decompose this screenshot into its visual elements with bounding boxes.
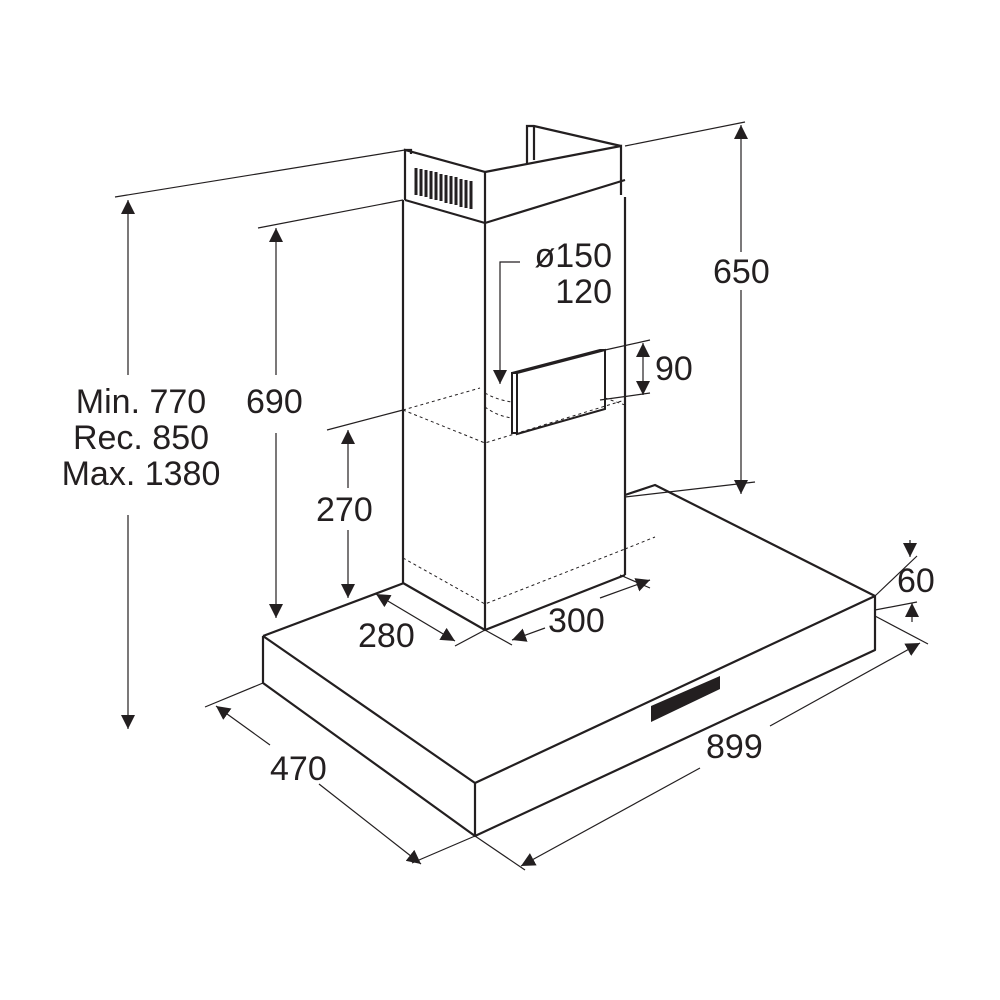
upper-chimney [403, 124, 623, 225]
chimney-depth-label: 280 [358, 617, 415, 655]
lower-chimney-label: 270 [316, 491, 373, 529]
max-height-value: Max. 1380 [61, 455, 221, 493]
canopy-depth-label: 470 [270, 750, 327, 788]
rec-height-value: Rec. 850 [72, 419, 210, 457]
min-height-value: Min. 770 [75, 383, 207, 421]
canopy-width-label: 899 [706, 728, 763, 766]
outlet-height-label: 90 [655, 350, 693, 388]
canopy [261, 483, 877, 838]
control-panel-icon [651, 676, 720, 722]
chimney-height-label: 690 [246, 383, 303, 421]
hidden-lines [402, 385, 656, 605]
canopy-thickness-label: 60 [897, 562, 935, 600]
dimension-lines [114, 121, 929, 871]
outlet-diameter-label: ø150 120 [520, 237, 613, 311]
outlet-diameter-primary: ø150 [534, 237, 613, 275]
air-outlet [511, 348, 606, 436]
chimney-width-label: 300 [548, 602, 605, 640]
vent-grille-icon [414, 168, 473, 209]
outlet-diameter-secondary: 120 [555, 273, 612, 311]
installation-height-label: Min. 770 Rec. 850 Max. 1380 [46, 384, 236, 492]
upper-chimney-label: 650 [713, 253, 770, 291]
